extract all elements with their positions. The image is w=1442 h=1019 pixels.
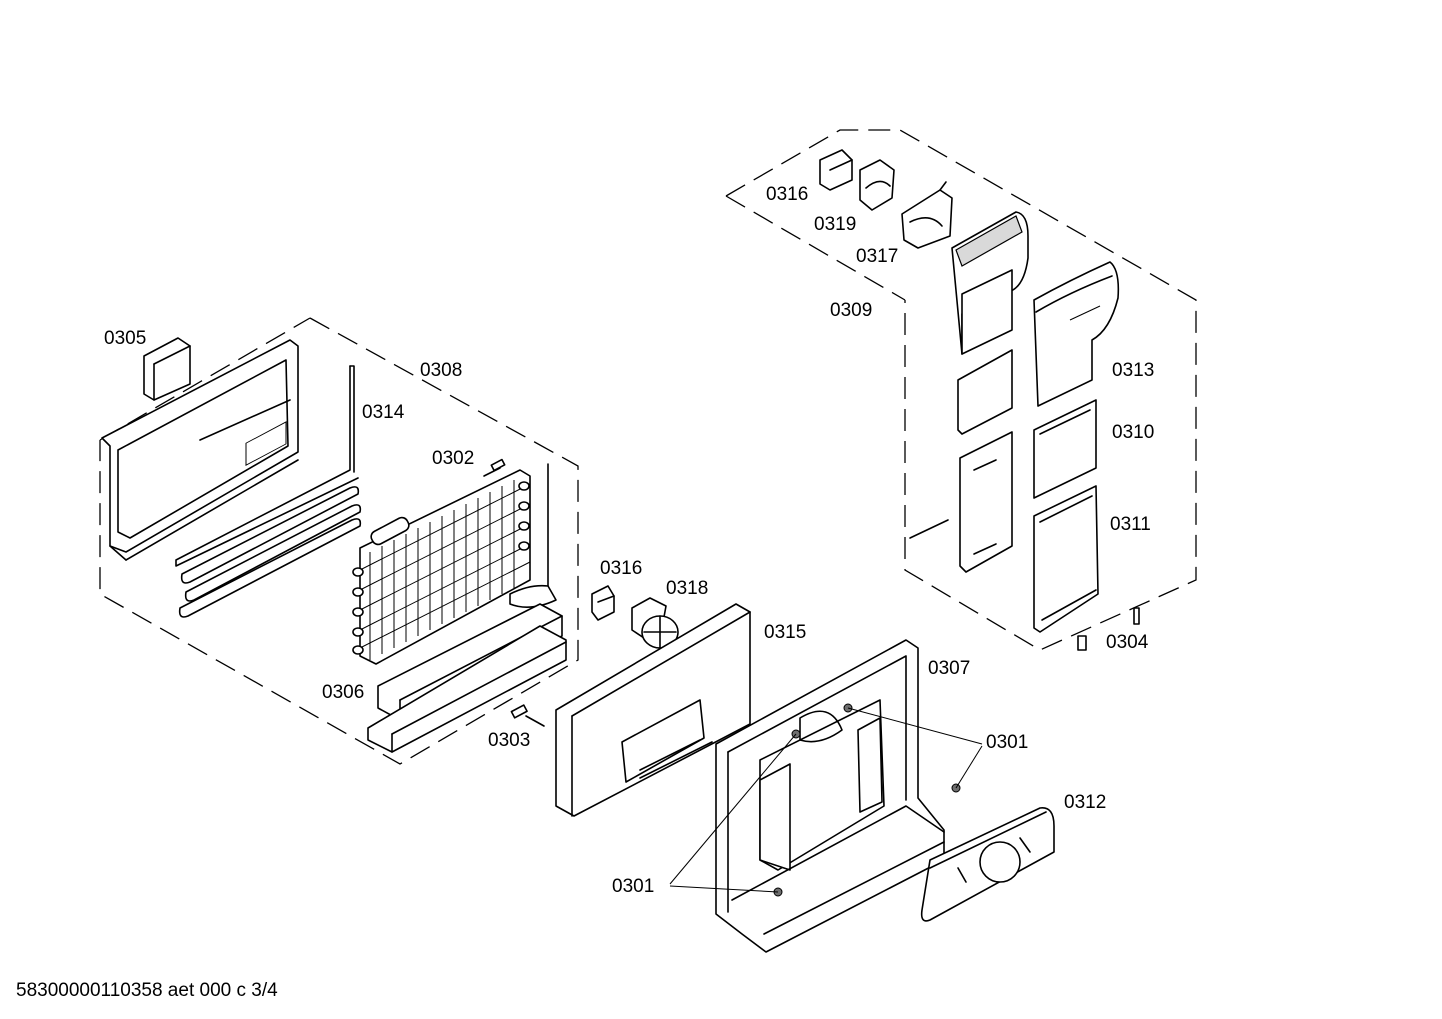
label-0316-upper: 0316 (766, 184, 808, 205)
part-0305-bracket (143, 337, 191, 401)
part-0319-holder (859, 159, 895, 211)
part-0310-duct-middle (1033, 399, 1097, 499)
part-0308-back-frame (101, 339, 299, 561)
label-0303: 0303 (488, 730, 530, 751)
label-0313: 0313 (1112, 360, 1154, 381)
part-0306-drip-trays (367, 603, 567, 753)
label-0302: 0302 (432, 448, 474, 469)
label-0311: 0311 (1110, 514, 1151, 535)
right-assembly-boundary (725, 129, 1197, 651)
part-0309-left-duct (951, 211, 1029, 573)
document-code: 58300000110358 aet 000 c 3/4 (16, 980, 278, 1001)
label-0312: 0312 (1064, 792, 1106, 813)
part-0316-bracket-lower (591, 585, 615, 621)
label-0316-lower: 0316 (600, 558, 642, 579)
part-0311-duct-bottom (1033, 485, 1099, 633)
part-0316-bracket-upper (819, 149, 853, 191)
part-0303-clip (510, 704, 545, 727)
part-0302-sensor (483, 458, 506, 477)
part-0313-duct-top (1033, 261, 1120, 407)
label-0309: 0309 (830, 300, 872, 321)
label-0306: 0306 (322, 682, 364, 703)
label-0301-left: 0301 (612, 876, 654, 897)
part-labels: 0305 0308 0314 0302 0316 0318 0315 0307 … (104, 184, 1154, 897)
left-assembly-boundary (99, 317, 579, 765)
label-0318: 0318 (666, 578, 708, 599)
label-0310: 0310 (1112, 422, 1154, 443)
label-0304: 0304 (1106, 632, 1149, 653)
label-0314: 0314 (362, 402, 405, 423)
part-0309-rod (909, 519, 949, 539)
part-0312-control-cover (920, 807, 1055, 922)
part-0318-fan (631, 597, 679, 649)
part-evaporator-coil (352, 463, 557, 665)
part-0301-screws (669, 703, 983, 897)
part-0314-tubing (175, 365, 362, 618)
label-0319: 0319 (814, 214, 856, 235)
label-0305: 0305 (104, 328, 146, 349)
label-0301-right: 0301 (986, 732, 1028, 753)
part-0315-cover-panel (555, 603, 751, 817)
part-0317-clamp (901, 181, 953, 249)
label-0307: 0307 (928, 658, 970, 679)
label-0317: 0317 (856, 246, 898, 267)
label-0315: 0315 (764, 622, 806, 643)
label-0308: 0308 (420, 360, 462, 381)
part-0304-clips (1077, 607, 1140, 651)
